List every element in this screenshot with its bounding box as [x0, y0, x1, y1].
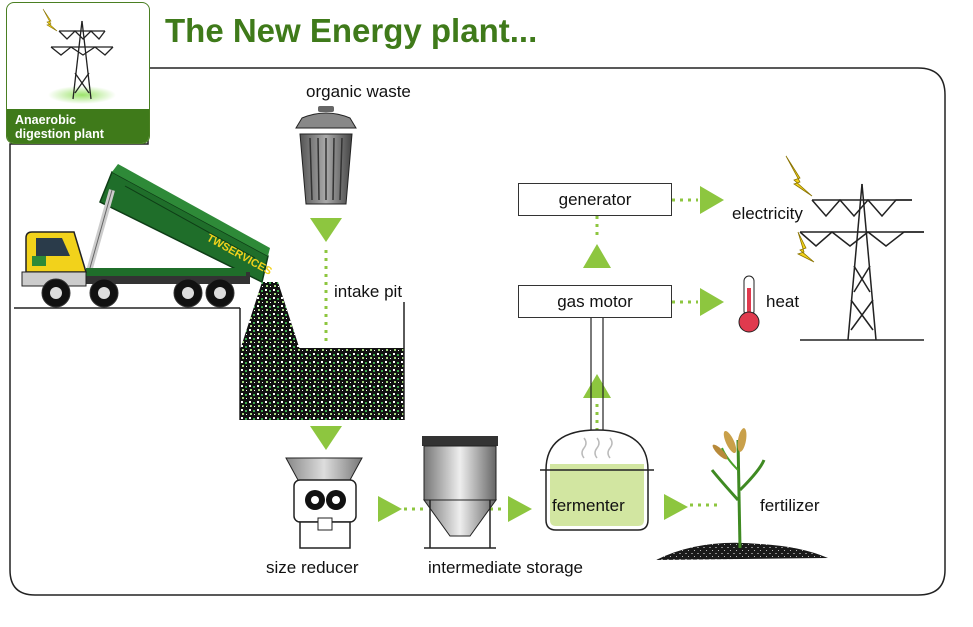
label-intermediate-storage: intermediate storage — [428, 558, 583, 577]
size-reducer-machine — [285, 457, 363, 549]
dump-truck — [14, 164, 270, 420]
plant-type-badge: Anaerobic digestion plant — [6, 2, 150, 144]
badge-label-line1: Anaerobic — [15, 113, 77, 127]
label-fermenter: fermenter — [552, 496, 625, 515]
power-pylon-icon — [799, 183, 924, 341]
page-title: The New Energy plant... — [165, 12, 538, 49]
fermenter-tank — [540, 429, 654, 531]
waste-bin — [295, 106, 357, 205]
flow-dotted-lines — [324, 198, 720, 511]
lightning-icon — [785, 155, 815, 263]
label-fertilizer: fertilizer — [760, 496, 820, 515]
thermometer-icon — [738, 275, 760, 333]
gas-motor-label: gas motor — [557, 291, 633, 311]
storage-silo — [422, 436, 498, 549]
crop-plant — [656, 428, 828, 560]
badge-pylon-icon — [42, 8, 116, 104]
label-intake-pit: intake pit — [334, 282, 403, 301]
badge-label-line2: digestion plant — [15, 127, 104, 141]
gas-pipe — [590, 318, 604, 430]
label-size-reducer: size reducer — [266, 558, 359, 577]
generator-label: generator — [558, 189, 632, 209]
generator-box: generator — [518, 183, 672, 216]
flow-arrows — [310, 186, 724, 522]
badge-label: Anaerobic digestion plant — [7, 109, 149, 143]
gas-motor-box: gas motor — [518, 285, 672, 318]
label-heat: heat — [766, 292, 800, 311]
falling-waste — [240, 282, 300, 350]
label-electricity: electricity — [732, 204, 803, 223]
intake-pit-fill — [240, 348, 404, 420]
label-organic-waste: organic waste — [306, 82, 411, 101]
